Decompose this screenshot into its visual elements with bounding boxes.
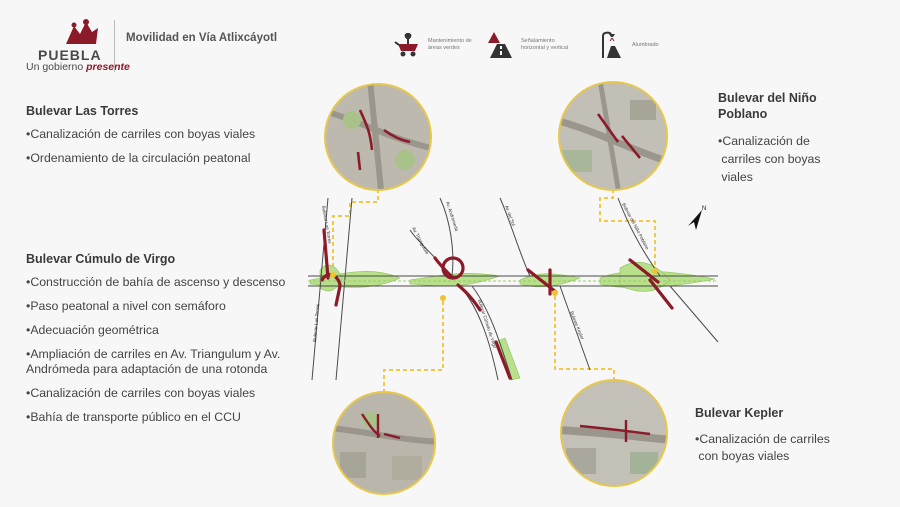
- aerial-photo-nino-poblano: [558, 81, 668, 191]
- road-andromeda: [439, 197, 454, 277]
- header-divider: [114, 20, 115, 72]
- list-item: Ordenamiento de la circulación peatonal: [26, 151, 296, 166]
- list-item-line: con boyas viales: [698, 449, 790, 463]
- signal-torres: [330, 272, 336, 278]
- north-label: N: [702, 206, 706, 212]
- signal-cumulo: [440, 295, 446, 301]
- intervention-andromeda-approach: [433, 256, 455, 280]
- legend-item-senalamiento: Señalamiento horizontal y vertical: [486, 28, 576, 62]
- green-medians: [309, 262, 716, 381]
- legend-label: Señalamiento horizontal y vertical: [521, 38, 569, 51]
- road-label: Av. Triangulum: [411, 226, 430, 255]
- section-title-line: Poblano: [718, 107, 768, 121]
- north-arrow-icon: N: [688, 206, 706, 230]
- puebla-logo-mark-icon: [66, 19, 98, 44]
- header: PUEBLA Un gobierno presente Movilidad en…: [0, 0, 900, 80]
- puebla-logo: PUEBLA Un gobierno presente: [26, 18, 130, 74]
- callout-line-torres: [332, 189, 379, 275]
- section-bulevar-kepler: Bulevar Kepler Canalización de carriles …: [695, 405, 885, 474]
- road-torres-west: [311, 197, 329, 381]
- road-torres-east: [335, 197, 353, 381]
- list-item: Canalización de carriles con boyas viale…: [26, 127, 296, 142]
- road-delsol: [499, 197, 531, 277]
- list-item-line: carriles con boyas: [721, 152, 821, 166]
- section-title: Bulevar Kepler: [695, 406, 784, 420]
- intervention-nino-south: [648, 278, 674, 310]
- page-title: Movilidad en Vía Atlixcáyotl: [126, 32, 278, 44]
- list-item: Adecuación geométrica: [26, 323, 288, 338]
- section-bulevar-las-torres: Bulevar Las Torres Canalización de carri…: [26, 103, 296, 175]
- section-bulevar-cumulo-de-virgo: Bulevar Cúmulo de Virgo Construcción de …: [26, 251, 288, 434]
- road-label: Bulevar Kepler: [569, 311, 585, 341]
- road-label: Bulevar del Niño Poblano: [621, 202, 650, 251]
- logo-tag-accent: presente: [86, 61, 130, 73]
- traffic-lights: [330, 268, 658, 301]
- legend-label: Mantenimiento de áreas verdes: [428, 38, 472, 51]
- signal-nino: [652, 268, 658, 274]
- road-label: Bulevar Cúmulo de Virgo: [477, 299, 498, 349]
- list-item: Canalización de carriles con boyas viale…: [695, 431, 885, 465]
- callout-line-kepler: [554, 293, 615, 381]
- callout-line-nino: [599, 189, 656, 271]
- road-kepler: [559, 285, 591, 371]
- intervention-map: Bulevar Las Torres Bulevar Las Torres Av…: [308, 81, 719, 495]
- intervention-torres-south: [334, 284, 342, 307]
- interventions: [320, 228, 674, 380]
- list-item: Canalización de carriles con boyas viale…: [26, 386, 288, 401]
- logo-tagline: Un gobierno presente: [26, 61, 130, 73]
- intervention-cumulo-bay: [456, 283, 482, 312]
- legend-label: Alumbrado: [632, 41, 659, 48]
- list-item: Paso peatonal a nivel con semáforo: [26, 299, 288, 314]
- logo-tag-plain: Un gobierno: [26, 61, 87, 73]
- list-item-line: Canalización de carriles: [699, 432, 830, 446]
- callout-lines: [332, 189, 656, 393]
- callout-line-cumulo: [383, 298, 444, 393]
- road-label: Bulevar Las Torres: [312, 303, 320, 342]
- legend-item-areas-verdes: Mantenimiento de áreas verdes: [393, 28, 483, 62]
- list-item-line: Canalización de: [722, 134, 810, 148]
- logo-word: PUEBLA: [38, 47, 102, 63]
- section-title: Bulevar Las Torres: [26, 104, 139, 118]
- streetlight-icon: [602, 31, 621, 58]
- road-se-diagonal: [669, 285, 719, 343]
- list-item: Bahía de transporte público en el CCU: [26, 410, 288, 425]
- road-cumulo-east: [471, 285, 513, 381]
- intervention-nino-north: [628, 258, 660, 284]
- wheelbarrow-plant-icon: [394, 33, 418, 57]
- list-item: Construcción de bahía de ascenso y desce…: [26, 275, 288, 290]
- aerial-photo-kepler: [560, 379, 668, 487]
- intervention-cumulo-south: [494, 340, 512, 380]
- section-title-line: Bulevar del Niño: [718, 91, 817, 105]
- aerial-photo-las-torres: [324, 83, 432, 191]
- road-label: Bulevar Las Torres: [321, 205, 333, 244]
- aerial-photo-cumulo-de-virgo: [332, 391, 436, 495]
- list-item: Ampliación de carriles en Av. Triangulum…: [26, 347, 288, 377]
- legend-item-alumbrado: Alumbrado: [597, 28, 687, 62]
- list-item: Canalización de carriles con boyas viale…: [718, 132, 868, 186]
- signal-kepler: [552, 290, 558, 296]
- section-title: Bulevar Cúmulo de Virgo: [26, 252, 176, 266]
- intervention-torres-north: [322, 228, 330, 280]
- road-marking-icon: [488, 32, 512, 58]
- list-item-line: viales: [721, 170, 753, 184]
